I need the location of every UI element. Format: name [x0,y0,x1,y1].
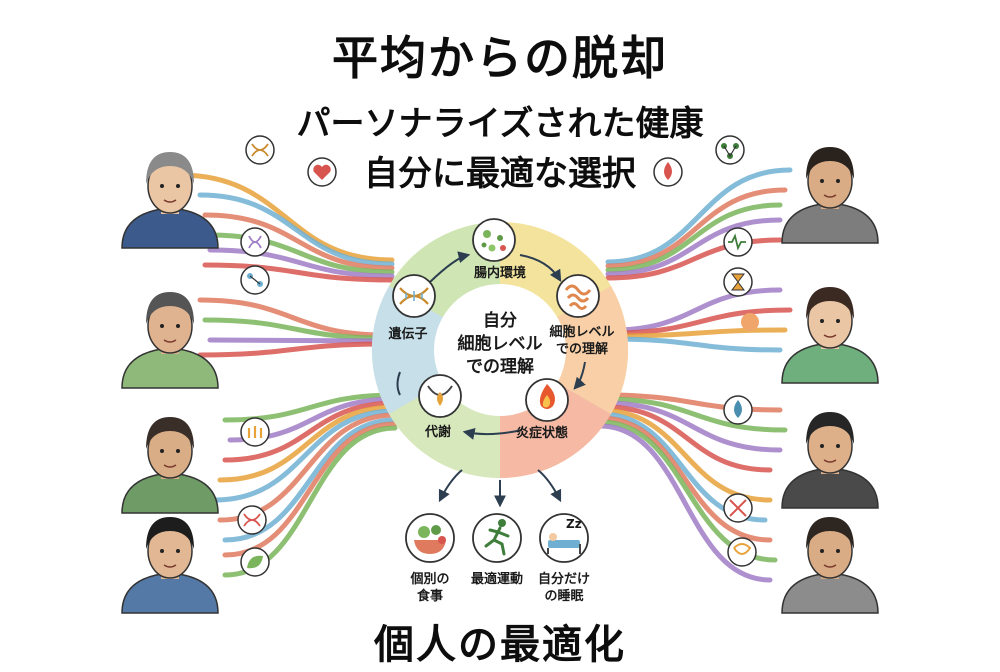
blood-drop-icon [653,157,683,187]
stream-line [197,297,388,338]
molecule-icon-1 [240,265,270,295]
bacteria-icon [472,218,516,262]
subtitle-line-2: 自分に最適な選択 [364,154,636,194]
people [121,147,879,614]
ring-center [434,284,566,416]
stream-bone-icon [723,493,753,523]
ring-label-cell-2: での理解 [556,341,608,357]
stream-line [609,307,793,336]
stream-line [602,404,773,473]
person-man-left-4 [121,517,219,614]
stream-line [605,187,788,269]
pulse-icon [723,227,753,257]
stream-line [602,400,783,453]
person-man-right-3 [781,412,879,509]
footer-title: 個人の最適化 [374,622,626,668]
exercise-icon [472,513,522,563]
stream-ball-icon [741,313,759,331]
output-sleep-1: 自分だけ [538,571,590,587]
stream-line [597,423,773,583]
stream-line [222,400,398,463]
person-man-right-4 [781,517,879,614]
molecule-icon-2 [715,135,745,165]
ring-label-cell-1: 細胞レベル [549,324,614,340]
stream-line [202,262,395,283]
output-diet-2: 食事 [417,588,443,604]
main-title: 平均からの脱却 [332,31,668,85]
center-label-2: 細胞レベル [458,333,543,354]
stream-line [609,336,783,353]
stream-line [207,247,395,279]
center-label-3: での理解 [466,356,534,377]
ring-label-genes: 遺伝子 [387,326,427,342]
stream-vitamin-icon [240,417,270,447]
subtitle-line-1: パーソナライズされた健康 [296,104,704,144]
center-label-1: 自分 [483,310,517,331]
output-exercise: 最適運動 [471,571,523,587]
flame-icon [525,378,569,422]
stream-line [207,337,388,344]
stream-line [602,396,788,433]
heart-icon [307,157,337,187]
output-diet-1: 個別の [409,571,449,587]
person-man-left-2 [121,292,219,389]
hourglass-icon [723,267,753,297]
stream-muscle-icon [240,227,270,257]
stream-line [197,192,395,267]
sleep-zz: Zz [566,517,582,531]
stream-line [217,404,398,483]
ring-label-gut: 腸内環境 [474,265,526,281]
ring-label-inflammation: 炎症状態 [516,425,568,441]
person-woman-right [781,287,879,384]
stream-dna-icon-2 [237,505,267,535]
output-connectors [438,469,562,508]
stream-gut-icon [727,537,757,567]
output-sleep-2: の睡眠 [544,588,583,604]
ring-label-metabolism: 代謝 [424,424,451,440]
stream-line [609,287,783,333]
stream-line [207,232,395,275]
stream-line [605,217,783,277]
stream-line [197,341,388,358]
person-man-left-3 [121,417,219,514]
leaf-icon [240,547,270,577]
dna-icon [392,274,436,318]
gut-icon [556,274,600,318]
person-elder-woman [121,152,219,249]
stream-line [605,167,793,265]
sleep-icon: Zz [539,513,589,563]
stream-line [202,317,388,341]
stream-dna-icon-1 [245,135,275,165]
stream-line [605,202,783,273]
stream-line [177,172,395,263]
diet-icon [405,513,455,563]
metabolism-icon [418,374,462,418]
stream-line [609,327,788,339]
person-man-right-1 [781,147,879,244]
stream-line [597,415,773,543]
stream-line [202,212,395,271]
water-drop-icon [723,395,753,425]
stream-line [212,408,398,503]
